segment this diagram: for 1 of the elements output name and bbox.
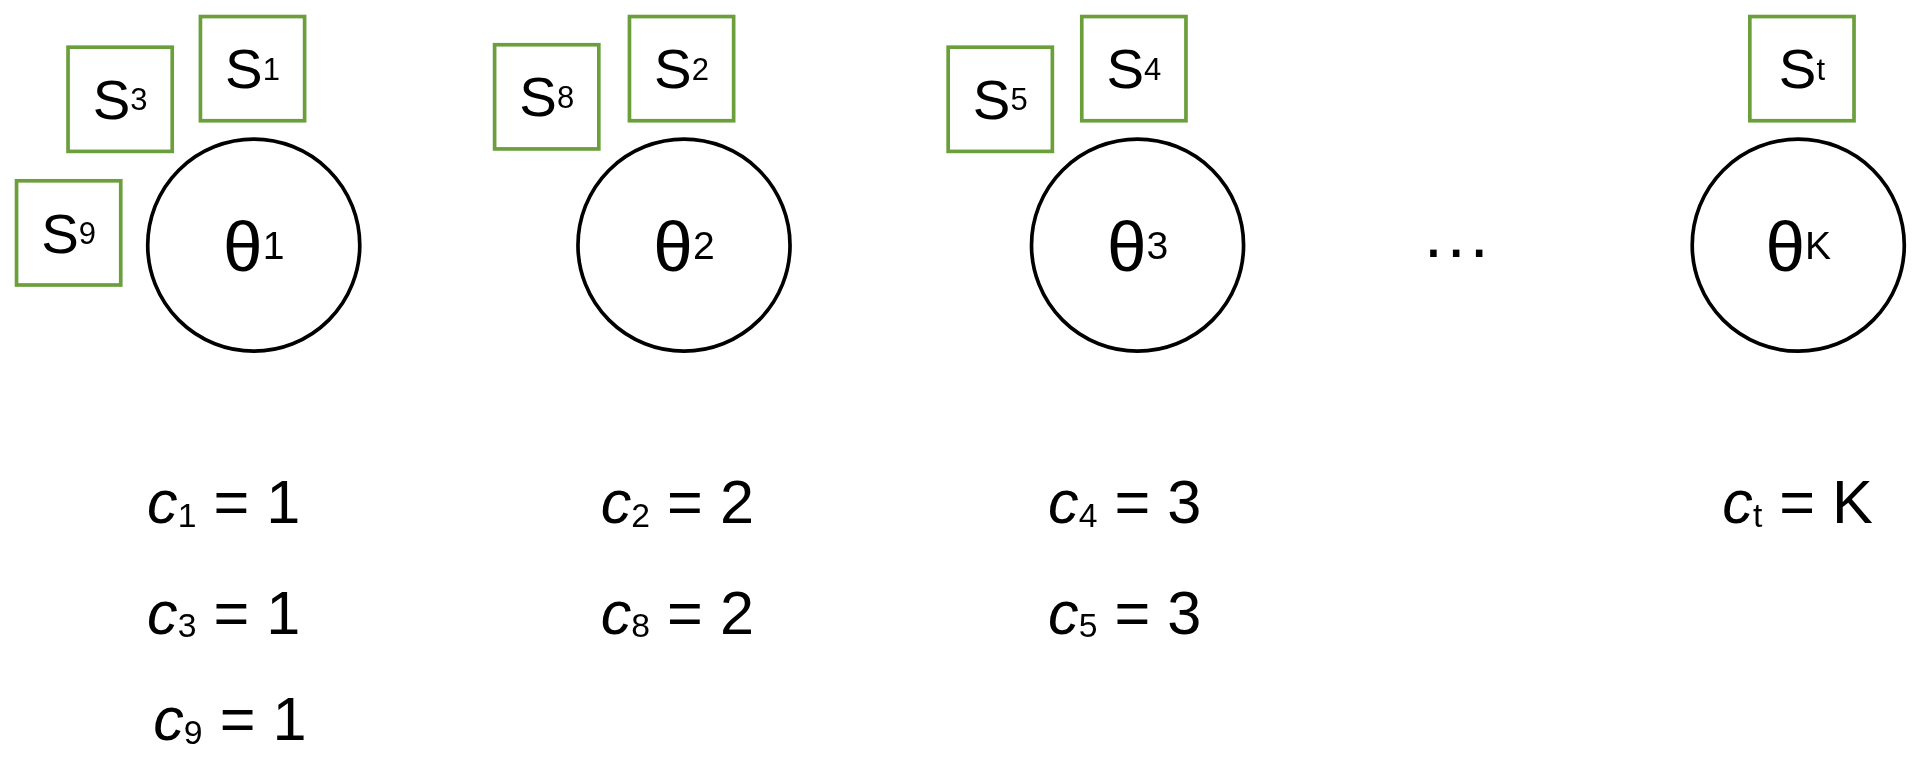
ellipsis-text: ··· xyxy=(1421,214,1491,284)
